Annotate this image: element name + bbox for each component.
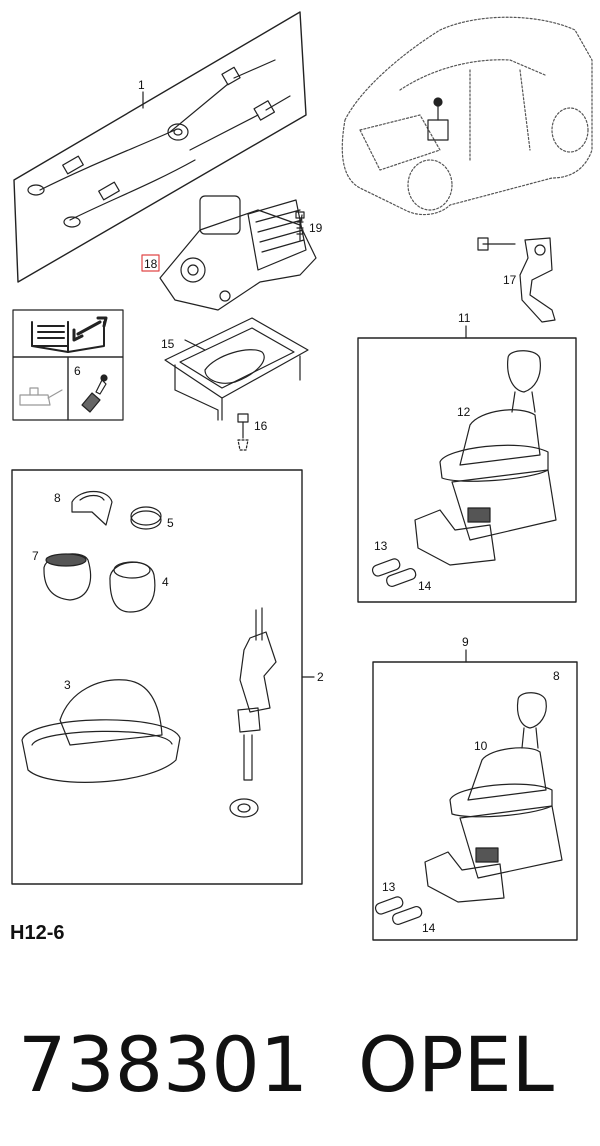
brand-name: OPEL xyxy=(358,1020,555,1109)
callout-6: 6 xyxy=(74,364,81,378)
car-shifter-detail xyxy=(427,97,449,141)
callout-10: 10 xyxy=(474,739,488,753)
callout-16: 16 xyxy=(254,419,268,433)
clip-17 xyxy=(477,237,556,323)
callout-1: 1 xyxy=(138,78,145,92)
shift-housing-18 xyxy=(159,195,317,311)
callout-3: 3 xyxy=(64,678,71,692)
panel-2 xyxy=(11,469,315,885)
service-icon-box xyxy=(12,309,124,421)
oil-can-icon xyxy=(19,387,63,406)
callout-11: 11 xyxy=(458,311,471,325)
bolt-16 xyxy=(237,413,249,451)
callout-19: 19 xyxy=(309,221,323,235)
callout-5: 5 xyxy=(167,516,174,530)
callout-17: 17 xyxy=(503,273,517,287)
callout-13b: 13 xyxy=(382,880,396,894)
parts-diagram: 1 19 18 17 6 15 11 12 16 8 5 7 4 13 14 9… xyxy=(11,11,593,941)
wrench-icon xyxy=(72,316,108,342)
callout-8b: 8 xyxy=(553,669,560,683)
bolt-19 xyxy=(295,211,305,241)
gasket-15 xyxy=(164,317,309,421)
callout-13a: 13 xyxy=(374,539,388,553)
callout-labels: 1 19 18 17 6 15 11 12 16 8 5 7 4 13 14 9… xyxy=(32,78,560,935)
footer: 738301 OPEL xyxy=(18,1005,588,1125)
callout-14b: 14 xyxy=(422,921,436,935)
diagram-caption: H12-6 xyxy=(10,922,65,944)
highlight-box-18 xyxy=(141,254,160,272)
car-illustration xyxy=(341,16,593,216)
callout-18: 18 xyxy=(144,257,158,271)
callout-14a: 14 xyxy=(418,579,432,593)
panel-9 xyxy=(372,649,578,941)
callout-12: 12 xyxy=(457,405,471,419)
cable-panel xyxy=(13,11,307,283)
callout-4: 4 xyxy=(162,575,169,589)
panel-11 xyxy=(357,325,577,603)
callout-9: 9 xyxy=(462,635,469,649)
adhesive-tube-icon xyxy=(81,374,108,413)
callout-15: 15 xyxy=(161,337,175,351)
callout-2: 2 xyxy=(317,670,324,684)
callout-8a: 8 xyxy=(54,491,61,505)
manual-book-icon xyxy=(31,321,105,353)
callout-7: 7 xyxy=(32,549,39,563)
part-number: 738301 xyxy=(18,1020,309,1109)
